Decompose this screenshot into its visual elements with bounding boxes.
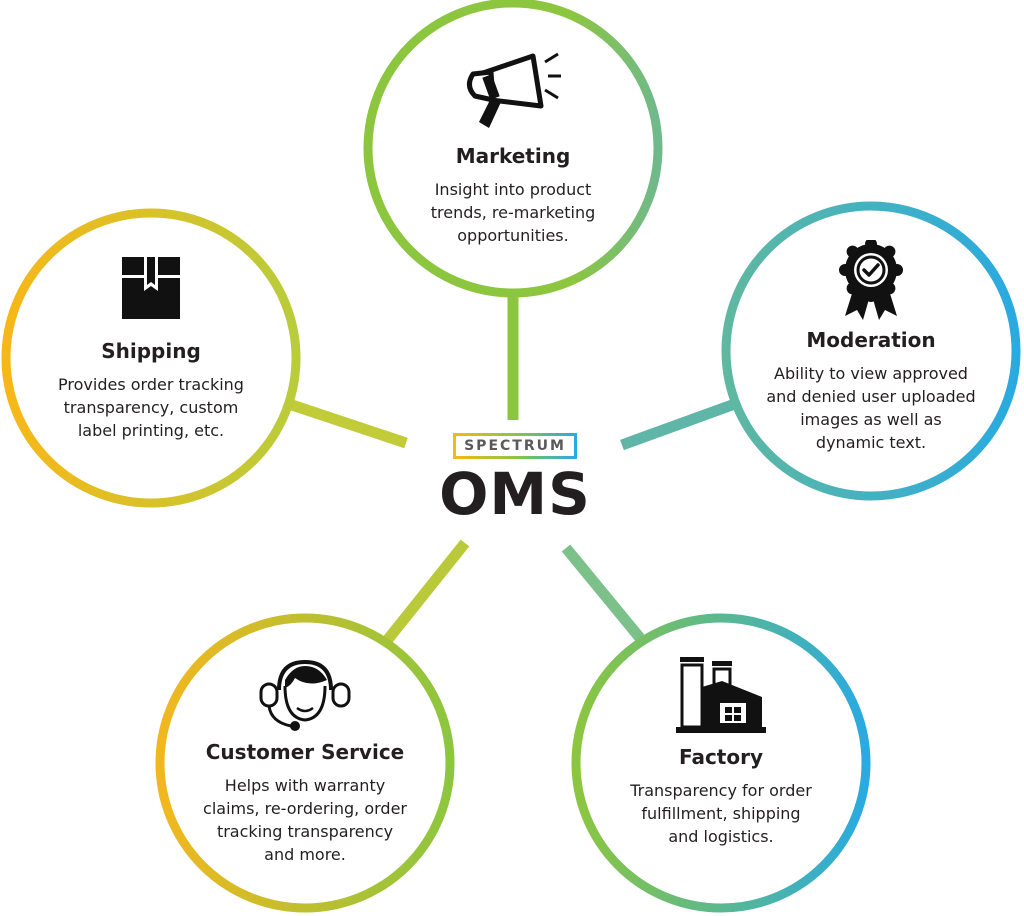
- desc-line: trends, re-marketing: [430, 203, 596, 222]
- node-description: Ability to view approved and denied user…: [756, 362, 986, 454]
- circle-factory: [571, 613, 871, 913]
- node-title: Moderation: [806, 328, 936, 352]
- desc-line: Helps with warranty: [224, 776, 386, 795]
- node-title: Customer Service: [205, 740, 405, 764]
- circle-marketing: [363, 0, 663, 298]
- node-description: Insight into product trends, re-marketin…: [403, 178, 623, 247]
- connector-moderation: [620, 399, 734, 451]
- desc-line: dynamic text.: [815, 433, 927, 452]
- desc-line: Ability to view approved: [774, 364, 968, 383]
- connector-factory: [561, 544, 645, 642]
- desc-line: transparency, custom: [63, 398, 239, 417]
- circle-customer-service: [155, 613, 455, 913]
- center-logo: SPECTRUM OMS: [420, 433, 610, 525]
- node-moderation: Moderation Ability to view approved and …: [756, 240, 986, 454]
- desc-line: Provides order tracking: [58, 375, 244, 394]
- headset-person-icon: [259, 659, 351, 731]
- node-title: Shipping: [101, 339, 201, 363]
- desc-line: Transparency for order: [630, 781, 812, 800]
- desc-line: and denied user uploaded: [766, 387, 976, 406]
- connector-shipping: [290, 399, 408, 449]
- desc-line: label printing, etc.: [77, 421, 225, 440]
- desc-line: and more.: [264, 845, 346, 864]
- award-badge-icon: [839, 240, 903, 320]
- desc-line: and logistics.: [668, 827, 774, 846]
- desc-line: claims, re-ordering, order: [203, 799, 407, 818]
- factory-icon: [676, 657, 766, 733]
- node-title: Marketing: [455, 144, 571, 168]
- brand-name: SPECTRUM: [453, 433, 577, 459]
- node-description: Provides order tracking transparency, cu…: [36, 373, 266, 442]
- product-name: OMS: [439, 460, 591, 528]
- circle-shipping: [1, 208, 301, 508]
- circle-moderation: [721, 201, 1021, 501]
- box-icon: [122, 257, 180, 319]
- node-title: Factory: [678, 745, 764, 769]
- node-customer-service: Customer Service Helps with warranty cla…: [185, 658, 425, 866]
- node-description: Transparency for order fulfillment, ship…: [606, 779, 836, 848]
- desc-line: Insight into product: [434, 180, 592, 199]
- node-description: Helps with warranty claims, re-ordering,…: [185, 774, 425, 866]
- node-marketing: Marketing Insight into product trends, r…: [403, 48, 623, 247]
- desc-line: fulfillment, shipping: [641, 804, 801, 823]
- desc-line: tracking transparency: [216, 822, 394, 841]
- desc-line: opportunities.: [457, 226, 569, 245]
- megaphone-icon: [467, 52, 561, 128]
- node-factory: Factory Transparency for order fulfillme…: [606, 653, 836, 848]
- connector-customer-service: [380, 539, 470, 647]
- desc-line: images as well as: [800, 410, 942, 429]
- node-shipping: Shipping Provides order tracking transpa…: [36, 255, 266, 442]
